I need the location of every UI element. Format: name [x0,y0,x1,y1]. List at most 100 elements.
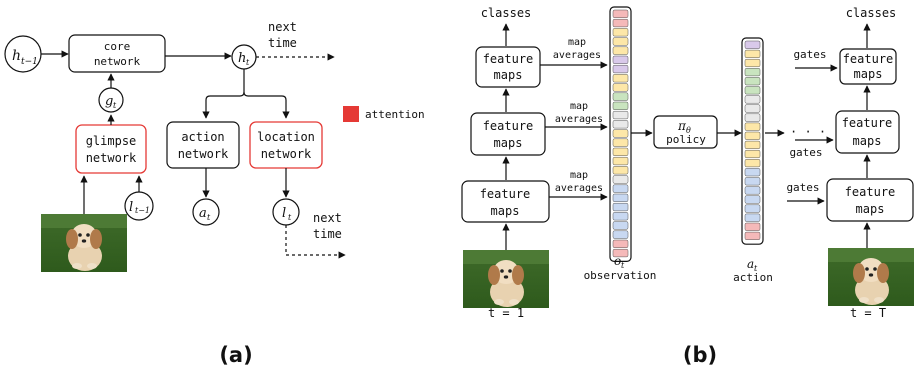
action-cell [744,177,761,186]
g-t-label: g [105,94,113,109]
action-cell [744,195,761,204]
feature-maps-right-3-line1: feature [845,185,896,199]
feature-maps-right-3-line2: maps [856,202,885,216]
feature-maps-right-2-line2: maps [853,134,882,148]
h-prev-sub: t−1 [21,57,38,67]
observation-cell [612,110,629,120]
action-cell [744,186,761,195]
dog-photo-icon [828,248,914,306]
observation-cell [612,64,629,74]
map-averages-2a: map [570,101,588,112]
action-cell [744,86,761,95]
feature-maps-1-line2: maps [494,68,523,82]
l-prev-node: l t−1 [124,191,154,221]
feature-maps-3-line2: maps [491,204,520,218]
action-cell [744,159,761,168]
observation-cell [612,120,629,129]
observation-cell [612,212,629,221]
policy-symbol-sub: θ [686,126,691,135]
policy-symbol: π [677,119,687,133]
observation-vector [609,6,632,262]
core-network-line1: core [104,40,131,53]
a-t-label: a [199,206,207,221]
action-network-box: action network [166,121,240,169]
location-network-line1: location [257,130,315,144]
feature-maps-right-2-line1: feature [842,116,893,130]
h-t-node: h t [231,44,257,70]
observation-cell [612,138,629,147]
observation-cell [612,202,629,212]
attention-legend: attention [343,106,425,122]
map-averages-3a: map [570,170,588,181]
h-prev-node: h t−1 [4,35,42,73]
feature-maps-right-1: feature maps [839,48,897,85]
map-averages-3b: averages [555,183,603,194]
a-t-b-label: a [747,257,754,271]
map-averages-1a: map [568,37,586,48]
classes-left: classes [481,6,532,20]
dog-photo-icon [463,250,549,308]
action-cell [744,104,761,113]
t-end-label: t = T [850,306,886,320]
observation-cell [612,92,629,101]
action-cell [744,40,761,49]
action-cell [744,204,761,213]
panel-b: classes feature maps feature maps featur… [461,6,914,367]
action-cell [744,222,761,231]
gates-1: gates [793,48,826,61]
action-network-line1: action [181,130,224,144]
l-t-label: l [282,206,286,221]
action-cell [744,95,761,104]
observation-cell [612,55,629,64]
l-t-sub: t [288,213,292,222]
observation-cell [612,28,629,37]
h-t-label: h [238,51,246,66]
map-averages-1b: averages [553,50,601,61]
l-t-node: l t [272,198,300,226]
observation-label: observation [584,269,657,282]
observation-cell [612,230,629,239]
a-t-b-sub: t [754,264,758,273]
location-network-box: location network [249,121,323,169]
l-prev-sub: t−1 [135,206,150,215]
feature-maps-2-line1: feature [483,119,534,133]
action-vector [741,37,764,245]
glimpse-network-line2: network [86,151,137,165]
caption-b: (b) [683,343,717,367]
panel-a: h t−1 core network h t next time action … [4,20,425,367]
a-t-node: a t [192,198,220,226]
observation-cell [612,101,629,110]
location-network-line2: network [261,147,312,161]
glimpse-network-box: glimpse network [75,124,147,174]
action-cell [744,213,761,222]
observation-cell [612,129,629,138]
gates-3: gates [786,181,819,194]
g-t-node: g t [98,87,124,113]
observation-cell [612,37,629,46]
o-t-label: o [614,254,621,268]
observation-cell [612,156,629,166]
o-t-sub: t [621,261,625,270]
feature-maps-1: feature maps [475,46,541,88]
action-cell [744,231,761,240]
action-cell [744,140,761,149]
observation-cell [612,18,629,28]
action-network-line2: network [178,147,229,161]
action-cell [744,122,761,131]
observation-cell [612,166,629,175]
l-prev-label: l [129,200,133,215]
feature-maps-2-line2: maps [494,136,523,150]
action-cell [744,131,761,140]
map-averages-2b: averages [555,114,603,125]
feature-maps-right-1-line2: maps [854,67,883,81]
gates-2: gates [789,146,822,159]
glimpse-network-line1: glimpse [86,134,137,148]
observation-cell [612,248,629,258]
t-start-label: t = 1 [488,306,524,320]
next-time-1-line2: time [268,36,297,50]
observation-cell [612,184,629,193]
feature-maps-right-1-line1: feature [843,52,894,66]
observation-cell [612,175,629,184]
